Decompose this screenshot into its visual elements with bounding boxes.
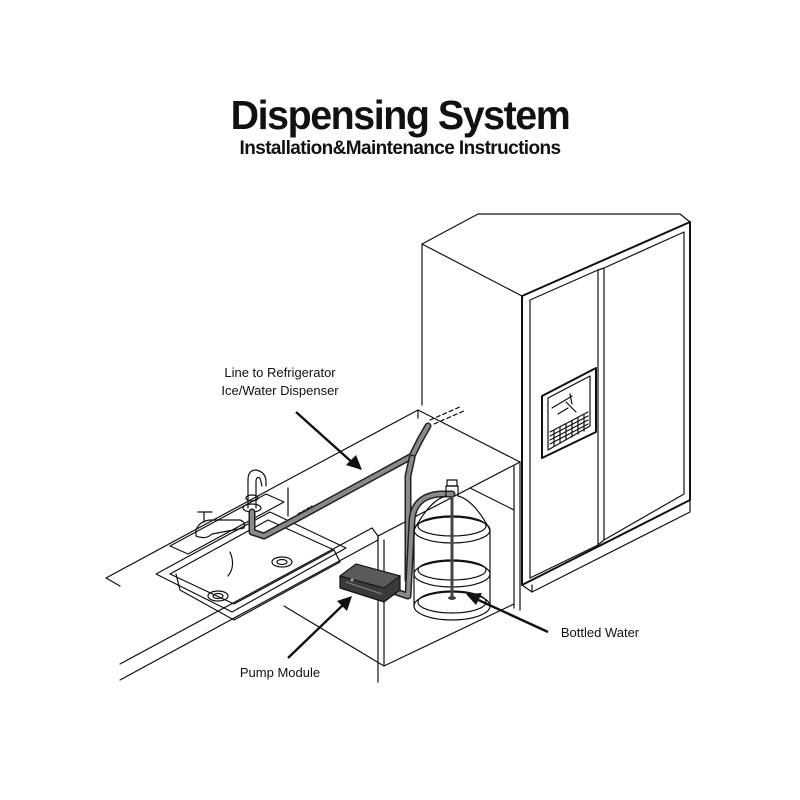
fresh-food-door — [603, 231, 685, 541]
bottle-cap — [446, 479, 458, 487]
cabinet-inner-shelf-edge — [469, 487, 515, 511]
sink-divider-shadow — [227, 551, 234, 577]
page-subtitle: Installation&Maintenance Instructions — [239, 138, 562, 159]
callout-arrows — [287, 411, 549, 659]
page-title: Dispensing System — [230, 92, 571, 138]
callout-fridge-line-2: Ice/Water Dispenser — [221, 383, 339, 398]
drain-left-inner — [212, 592, 224, 600]
dispenser-bezel — [541, 367, 597, 459]
arrow-bottled-water-head — [466, 593, 482, 605]
line-to-bottle — [392, 490, 456, 600]
bottle-shoulder — [413, 495, 491, 531]
cabinet-floor-left — [283, 605, 385, 667]
fridge-base — [521, 499, 691, 593]
ice-water-dispenser — [541, 367, 597, 459]
fridge-top-edge — [421, 213, 691, 245]
sink-back-ledge — [169, 493, 285, 555]
counter-cabinet — [105, 409, 521, 683]
door-gap-top — [597, 267, 605, 271]
callout-bottled-water: Bottled Water — [560, 625, 640, 640]
faucet-handle — [197, 511, 213, 523]
drain-left — [207, 590, 229, 602]
door-gap-bottom — [597, 539, 605, 546]
callout-pump-module: Pump Module — [239, 665, 321, 680]
arrow-fridge-line — [295, 411, 355, 465]
cabinet-opening-floor — [383, 539, 515, 667]
kitchen-sink — [155, 469, 347, 621]
counter-back-edge — [279, 409, 521, 485]
arrow-bottled-water — [473, 596, 549, 634]
arrow-pump-module — [287, 603, 345, 659]
faucet-spout — [195, 519, 246, 539]
countertop-water-tap — [242, 469, 267, 513]
sink-basin-side — [175, 549, 341, 621]
cabinet-top-front-edge — [377, 461, 521, 537]
fridge-top-front-edge — [421, 243, 523, 297]
sink-rim-outer — [155, 511, 347, 613]
drain-right — [271, 556, 293, 568]
water-supply-lines — [248, 405, 467, 600]
callout-fridge-line-1: Line to Refrigerator — [224, 365, 336, 380]
pump-module — [338, 563, 402, 603]
counter-back-long — [105, 483, 281, 579]
line-to-refrigerator — [248, 422, 432, 540]
dispenser-drip-tray — [549, 411, 589, 445]
counter-left-end — [105, 577, 121, 587]
counter-front-corner — [371, 527, 379, 541]
drip-grate — [553, 414, 585, 447]
counter-front-lower — [119, 539, 379, 681]
counter-front-upper — [119, 527, 373, 665]
dispenser-recess — [547, 375, 591, 451]
refrigerator — [421, 213, 691, 593]
arrow-pump-module-head — [337, 596, 352, 611]
line-behind-sink — [297, 505, 313, 515]
arrow-fridge-line-head — [346, 455, 362, 470]
bottle-sides — [413, 529, 491, 607]
line-concealed — [429, 405, 467, 425]
callout-fridge-line: Line to Refrigerator Ice/Water Dispenser — [200, 364, 360, 400]
fridge-front-frame — [521, 221, 691, 586]
drain-right-inner — [276, 558, 288, 566]
dispenser-lever — [551, 393, 577, 415]
